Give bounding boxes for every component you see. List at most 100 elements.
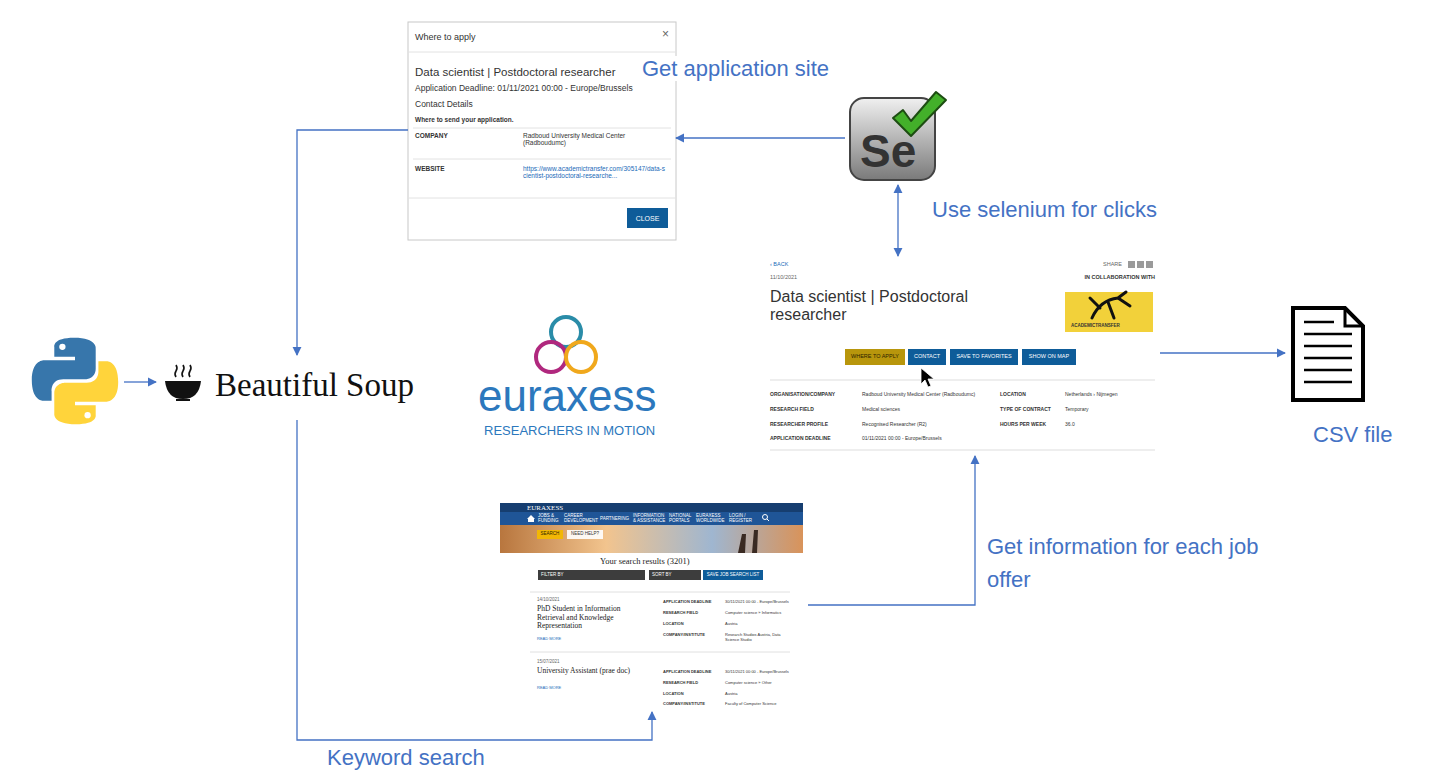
job-page bbox=[1146, 261, 1153, 268]
apply-button: WHERE TO APPLY bbox=[845, 349, 905, 365]
node-text: Medical sciences bbox=[862, 407, 900, 413]
node-text: READ MORE bbox=[537, 686, 561, 691]
help-button: NEED HELP? bbox=[567, 530, 603, 539]
node-text: IN COLLABORATION WITH bbox=[1055, 274, 1155, 280]
button-label: CLOSE bbox=[636, 215, 660, 222]
job-page bbox=[1128, 261, 1135, 268]
popup-window bbox=[408, 198, 676, 199]
node-text: Data scientist | Postdoctoral researcher bbox=[770, 288, 995, 325]
node-text: Faculty of Computer Science bbox=[725, 702, 776, 707]
job-page bbox=[770, 380, 1155, 381]
connector-arrow bbox=[297, 130, 408, 355]
job-page-screenshot: ‹ BACKSHARE11/10/2021IN COLLABORATION WI… bbox=[765, 256, 1160, 456]
node-text: RESEARCH FIELD bbox=[663, 681, 698, 686]
node-text: Where to send your application. bbox=[415, 116, 514, 123]
search-page bbox=[763, 515, 768, 520]
selenium-logo bbox=[850, 98, 935, 180]
soup-bowl-icon bbox=[189, 365, 191, 377]
node-text: × bbox=[662, 28, 669, 42]
csv-file-icon bbox=[1293, 308, 1363, 400]
csv-file-icon bbox=[1304, 321, 1334, 324]
csv-file-icon bbox=[1304, 357, 1352, 360]
job-page bbox=[921, 368, 934, 387]
python-logo bbox=[32, 338, 96, 401]
node-text: Beautiful Soup bbox=[215, 367, 414, 405]
filter-dropdown: FILTER BY bbox=[538, 570, 645, 580]
node-text: Research Studios Austria, Data Science S… bbox=[725, 633, 787, 642]
node-text: COMPANY/INSTITUTE bbox=[663, 702, 705, 707]
soup-bowl-icon bbox=[176, 399, 190, 401]
node-text: INFORMATION & ASSISTANCE bbox=[633, 513, 667, 523]
node-text: ACADEMICTRANSFER bbox=[1071, 323, 1120, 328]
popup-window bbox=[408, 52, 676, 53]
node-text: Netherlands › Nijmegen bbox=[1065, 392, 1118, 398]
node-text: CAREER DEVELOPMENT bbox=[564, 513, 599, 523]
node-text: Where to apply bbox=[415, 32, 476, 42]
node-text: 14/10/2021 bbox=[537, 597, 560, 602]
csv-file-icon bbox=[1304, 381, 1352, 384]
node-text: NATIONAL PORTALS bbox=[669, 513, 694, 523]
node-text: 30/11/2021 00:00 - Europe/Brussels bbox=[725, 670, 789, 675]
node-text: WEBSITE bbox=[415, 165, 445, 172]
node-text: SHARE bbox=[1103, 261, 1122, 267]
soup-bowl-icon bbox=[182, 365, 184, 377]
node-text: EURAXESS WORLDWIDE bbox=[696, 513, 727, 523]
button-label: WHERE TO APPLY bbox=[851, 354, 899, 360]
node-text: Temporary bbox=[1065, 407, 1089, 413]
euraxess-logo bbox=[551, 317, 581, 347]
button-label: CONTACT bbox=[914, 354, 940, 360]
soup-bowl-icon bbox=[165, 365, 201, 401]
logo-wordmark: euraxess bbox=[478, 374, 657, 418]
node-text: Radboud University Medical Center (Radbo… bbox=[862, 392, 975, 398]
connector-arrow bbox=[808, 456, 975, 605]
node-text: PARTNERING bbox=[600, 516, 629, 521]
node-text: APPLICATION DEADLINE bbox=[663, 600, 711, 605]
popup-window bbox=[413, 128, 671, 129]
search-page bbox=[767, 519, 769, 521]
contact-button: CONTACT bbox=[908, 349, 946, 365]
node-text: Austria bbox=[725, 622, 737, 627]
node-text: 11/10/2021 bbox=[770, 274, 797, 280]
python-logo bbox=[54, 361, 118, 424]
search-page bbox=[500, 503, 803, 652]
node-text: 30/11/2021 00:00 - Europe/Brussels bbox=[725, 600, 789, 605]
euraxess-logo bbox=[536, 342, 566, 372]
node-text: TYPE OF CONTRACT bbox=[1000, 407, 1051, 413]
soup-bowl-icon bbox=[175, 365, 177, 377]
job-page bbox=[765, 256, 1160, 456]
step-label: Get information for each job offer bbox=[985, 530, 1279, 596]
search-page bbox=[500, 525, 803, 553]
search-page bbox=[500, 512, 803, 525]
node-text: Contact Details bbox=[415, 100, 473, 110]
csv-file: CSV file bbox=[1285, 300, 1400, 450]
button-label: SORT BY bbox=[652, 573, 672, 578]
node-text: APPLICATION DEADLINE bbox=[770, 436, 830, 442]
button-label: SEARCH bbox=[541, 532, 560, 537]
node-text: 01/11/2021 00:00 - Europe/Brussels bbox=[862, 436, 942, 442]
favorites-button: SAVE TO FAVORITES bbox=[950, 349, 1018, 365]
selenium-logo bbox=[850, 92, 946, 180]
csv-file-icon bbox=[1304, 333, 1352, 336]
search-page bbox=[738, 530, 758, 553]
connector-arrow bbox=[1160, 352, 1285, 353]
connector-arrow bbox=[897, 185, 898, 256]
node-text: LOGIN / REGISTER bbox=[729, 513, 756, 523]
job-page bbox=[1090, 292, 1130, 318]
node-text: COMPANY bbox=[415, 132, 448, 139]
csv-file-icon bbox=[1345, 308, 1363, 326]
button-label: NEED HELP? bbox=[571, 532, 599, 537]
save-search-button: SAVE JOB SEARCH LIST bbox=[703, 570, 763, 580]
job-page bbox=[1065, 292, 1153, 332]
csv-file-icon bbox=[1304, 369, 1352, 372]
button-label: SAVE JOB SEARCH LIST bbox=[707, 573, 759, 578]
node-text: University Assistant (prae doc) bbox=[537, 667, 630, 676]
python-logo bbox=[54, 361, 118, 424]
csv-file-icon bbox=[1293, 308, 1363, 400]
node-text: Data scientist | Postdoctoral researcher bbox=[415, 66, 616, 79]
map-button: SHOW ON MAP bbox=[1022, 349, 1076, 365]
search-page bbox=[500, 503, 803, 512]
node-text: Your search results (3201) bbox=[600, 557, 690, 567]
node-text: ORGANISATION/COMPANY bbox=[770, 392, 835, 398]
node-text: 15/07/2021 bbox=[537, 659, 560, 664]
